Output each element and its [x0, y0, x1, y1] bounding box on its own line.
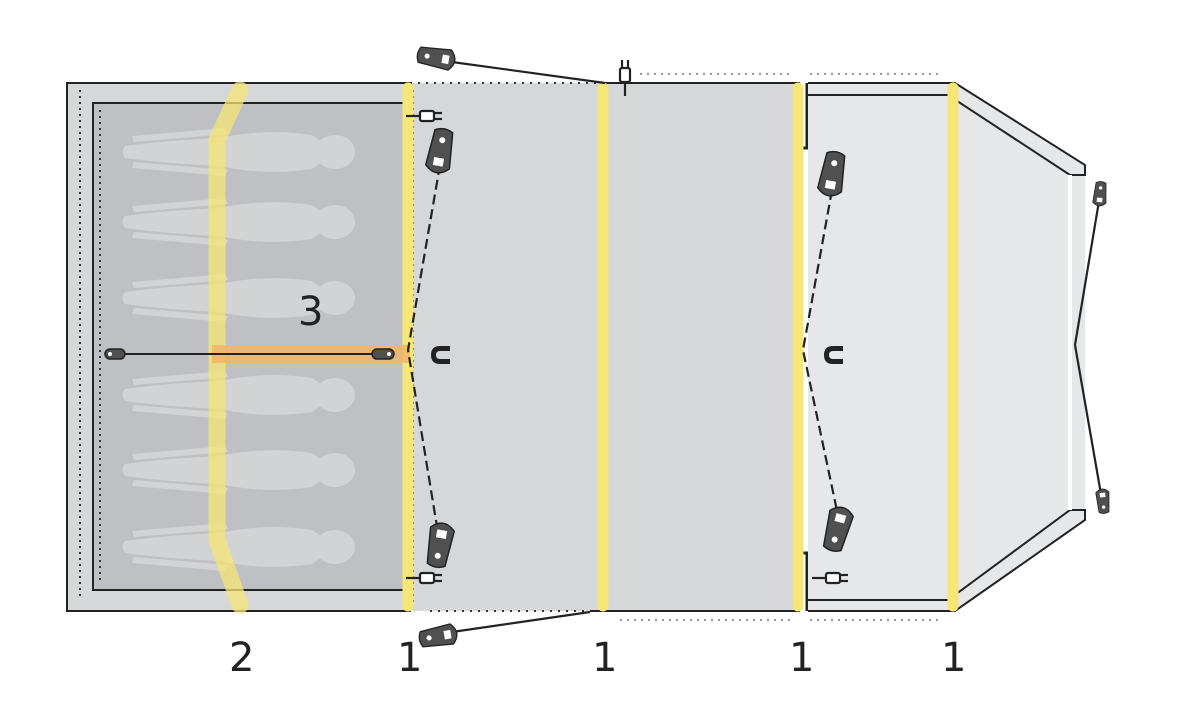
- zip-icon: [104, 348, 395, 360]
- porch-area: [808, 83, 1085, 611]
- pole-label-1: 1: [397, 635, 423, 681]
- pole-label-4: 1: [941, 635, 967, 681]
- section-label-left: 2: [229, 635, 255, 681]
- pole-label-2: 1: [592, 635, 618, 681]
- sleeping-area-label: 3: [298, 289, 324, 335]
- pole-label-3: 1: [789, 635, 815, 681]
